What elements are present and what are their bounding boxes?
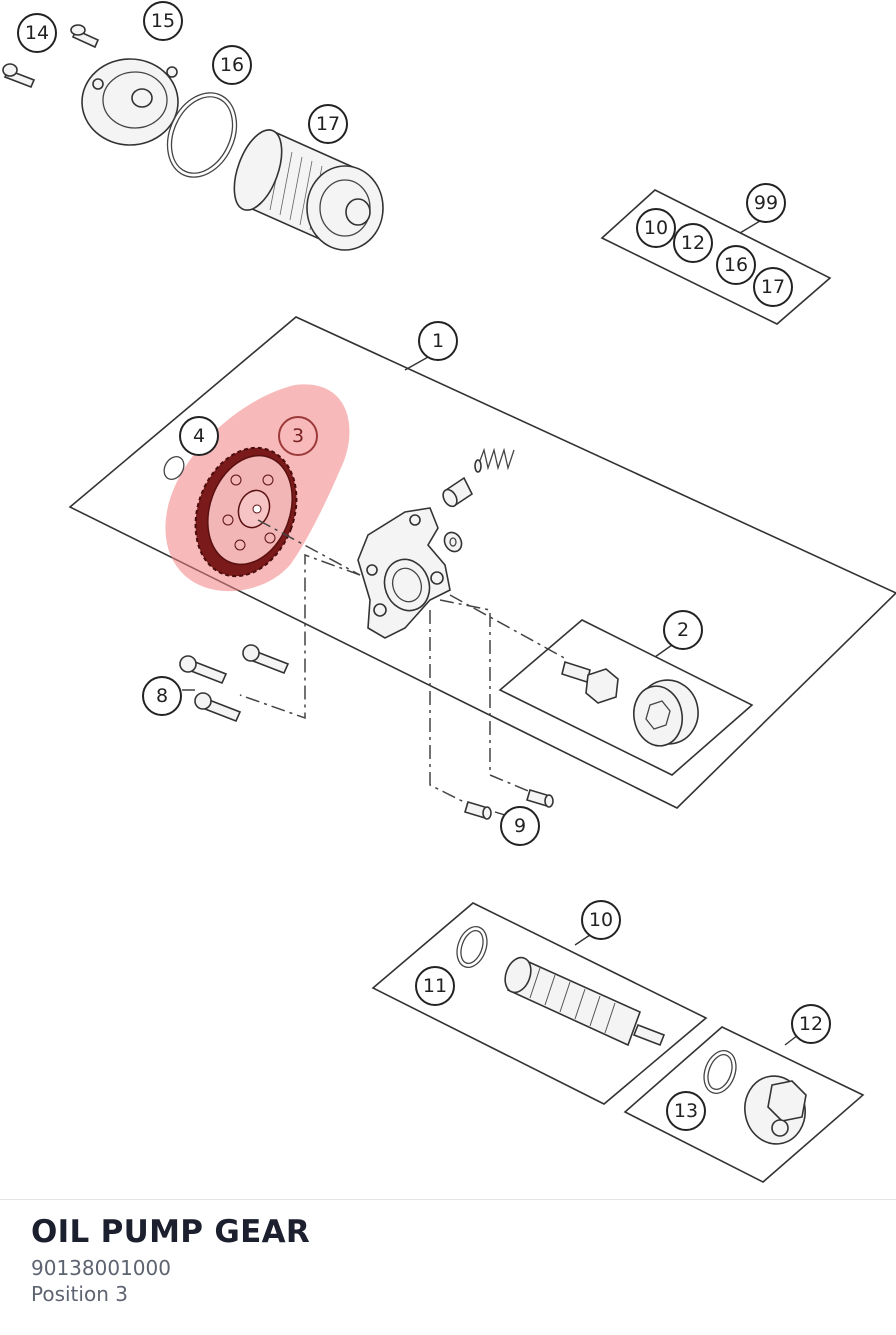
callout-15[interactable]: 15 [143,1,183,41]
callout-3[interactable]: 3 [278,416,318,456]
rotor-set-frame [498,619,754,776]
spring[interactable] [474,447,515,473]
o-ring-16[interactable] [154,82,249,189]
callout-10[interactable]: 10 [581,900,621,940]
callout-99[interactable]: 99 [746,183,786,223]
oil-filter-17[interactable] [225,124,384,251]
exploded-parts-diagram: 14 15 16 17 99 10 12 16 17 1 4 3 2 8 9 1… [2,1,896,1183]
svg-text:1: 1 [432,330,444,352]
relief-piston[interactable] [440,476,474,509]
valve-10-frame [371,902,708,1105]
callout-16[interactable]: 16 [212,45,252,85]
svg-text:17: 17 [761,276,785,298]
svg-text:13: 13 [674,1100,698,1122]
part-name: OIL PUMP GEAR [31,1214,311,1250]
svg-text:3: 3 [292,425,304,447]
callout-1[interactable]: 1 [418,321,458,361]
svg-text:8: 8 [156,685,168,707]
oil-pump-gear-3[interactable] [178,434,313,591]
svg-text:16: 16 [220,54,244,76]
outer-rotor[interactable] [629,675,703,749]
callout-13[interactable]: 13 [666,1091,706,1131]
divider [0,1199,896,1200]
svg-text:12: 12 [799,1013,823,1035]
callout-12[interactable]: 12 [791,1004,831,1044]
dowel-pin-9a[interactable] [464,801,492,820]
callout-kit-17[interactable]: 17 [753,267,793,307]
circlip-4[interactable] [160,453,188,483]
svg-text:11: 11 [423,975,447,997]
callout-17[interactable]: 17 [308,104,348,144]
washer[interactable] [441,529,465,554]
callout-8[interactable]: 8 [142,676,182,716]
svg-text:10: 10 [589,909,613,931]
svg-text:10: 10 [644,217,668,239]
plug-12-frame [623,1026,865,1183]
svg-text:9: 9 [514,815,526,837]
bolt-8a[interactable] [179,655,228,685]
part-position: Position 3 [31,1282,128,1306]
svg-text:4: 4 [193,425,205,447]
svg-text:16: 16 [724,254,748,276]
o-ring-11[interactable] [452,922,493,971]
svg-text:12: 12 [681,232,705,254]
part-info-panel: OIL PUMP GEAR 90138001000 Position 3 [31,1214,310,1306]
dowel-pin-9b[interactable] [526,789,554,808]
callout-kit-12[interactable]: 12 [673,223,713,263]
part-number: 90138001000 [31,1256,171,1280]
o-ring-13[interactable] [698,1046,741,1098]
kit-99-frame [600,189,832,325]
callout-11[interactable]: 11 [415,966,455,1006]
bolt-8c[interactable] [194,692,242,723]
callout-kit-10[interactable]: 10 [636,208,676,248]
svg-text:17: 17 [316,113,340,135]
bolt-8b[interactable] [242,644,290,675]
svg-text:15: 15 [151,10,175,32]
callout-9[interactable]: 9 [500,806,540,846]
callout-14[interactable]: 14 [17,13,57,53]
screw-plug-12[interactable] [740,1071,811,1148]
svg-text:2: 2 [677,619,689,641]
valve-cartridge-10[interactable] [501,954,666,1047]
screw-14a[interactable] [70,24,100,49]
callout-2[interactable]: 2 [663,610,703,650]
inner-rotor-shaft[interactable] [561,660,619,704]
svg-text:14: 14 [25,22,49,44]
screw-14b[interactable] [2,63,36,89]
oil-pump-assembly-frame [68,316,896,809]
callout-4[interactable]: 4 [179,416,219,456]
callout-kit-16[interactable]: 16 [716,245,756,285]
svg-text:99: 99 [754,192,778,214]
filter-cover-15[interactable] [81,58,179,146]
oil-pump-housing[interactable] [357,507,451,639]
